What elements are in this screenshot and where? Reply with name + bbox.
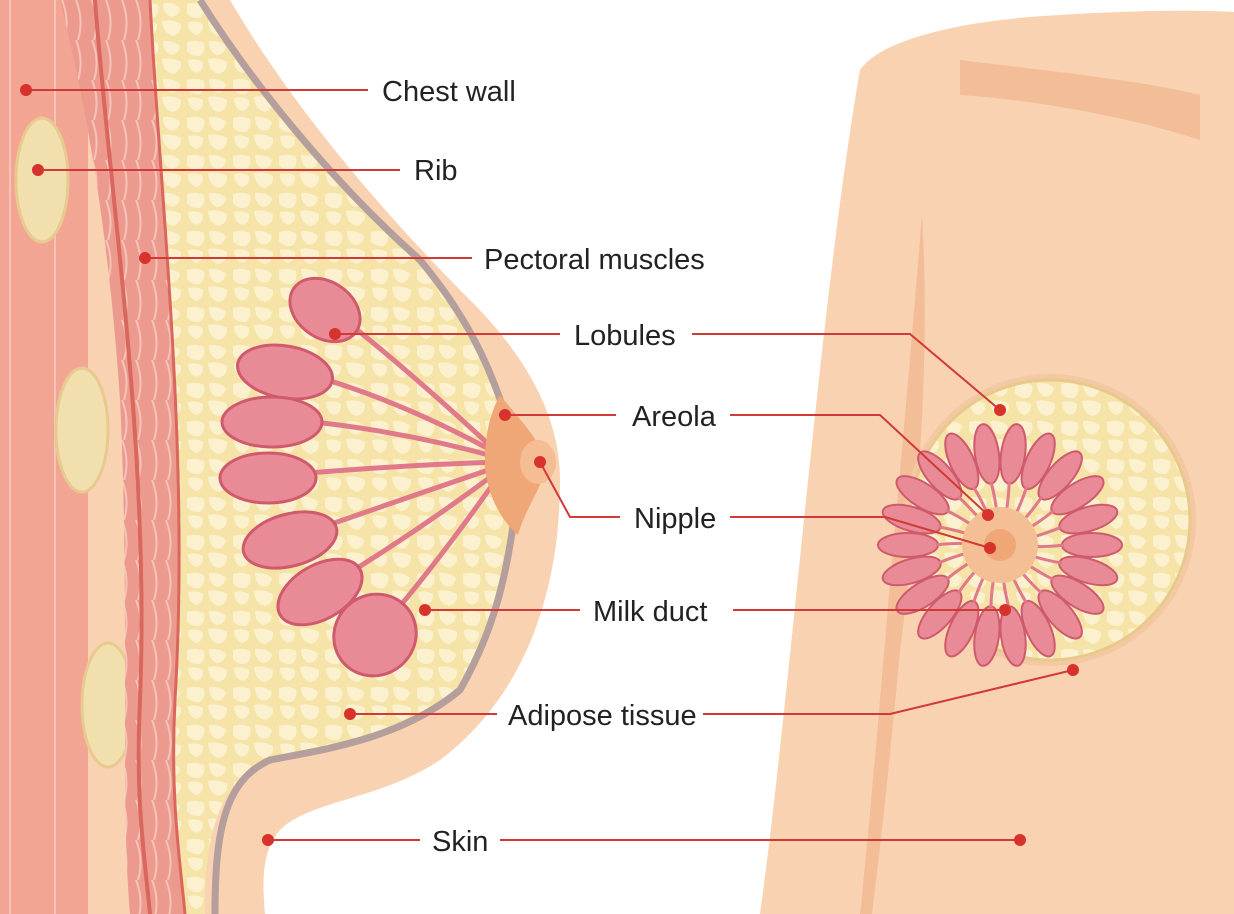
rib-2 (56, 368, 108, 492)
label-nipple: Nipple (634, 503, 716, 535)
label-adipose-tissue: Adipose tissue (508, 700, 697, 732)
label-lobules: Lobules (574, 320, 676, 352)
label-rib: Rib (414, 155, 458, 187)
front-lobule (878, 533, 938, 557)
label-milk-duct: Milk duct (593, 596, 707, 628)
label-pectoral-muscles: Pectoral muscles (484, 244, 705, 276)
label-chest-wall: Chest wall (382, 76, 516, 108)
front-view (760, 11, 1234, 914)
rib-1 (16, 118, 68, 242)
label-areola: Areola (632, 401, 717, 433)
label-skin: Skin (432, 826, 488, 858)
front-lobule (1062, 533, 1122, 557)
side-view (0, 0, 560, 914)
